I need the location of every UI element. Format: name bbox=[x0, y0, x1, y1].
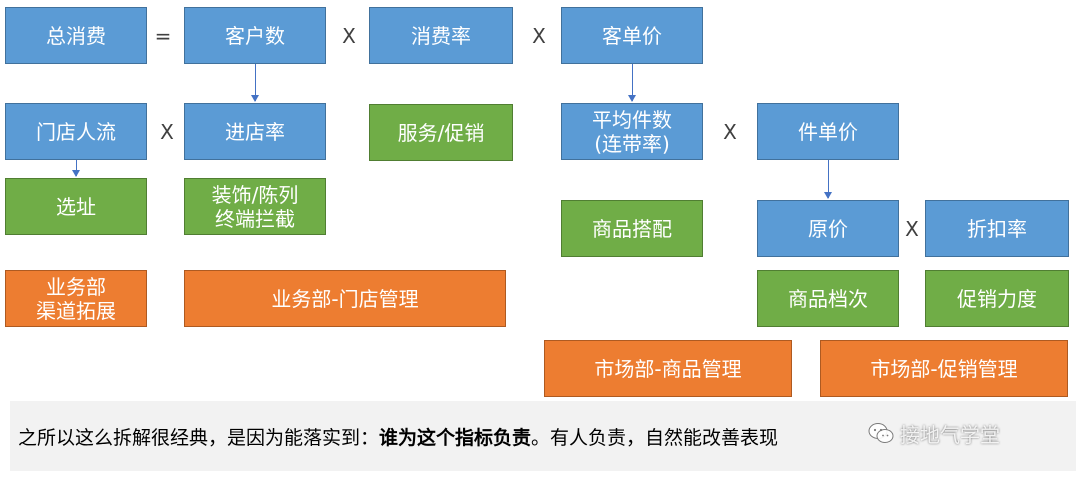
arrow-item-price-to-original-price bbox=[824, 160, 832, 199]
business-channel-box: 业务部 渠道拓展 bbox=[5, 270, 147, 327]
multiply-operator: X bbox=[723, 120, 737, 144]
entry-rate-box: 进店率 bbox=[184, 103, 326, 160]
business-store-management-box: 业务部-门店管理 bbox=[184, 270, 506, 327]
discount-rate-box: 折扣率 bbox=[925, 200, 1069, 257]
decoration-display-box: 装饰/陈列 终端拦截 bbox=[184, 178, 326, 235]
multiply-operator: X bbox=[905, 217, 919, 241]
arrow-unit-price-to-avg-items bbox=[628, 64, 636, 102]
watermark-text: 接地气学堂 bbox=[900, 422, 1000, 447]
arrow-customers-to-entry-rate bbox=[251, 64, 259, 102]
total-consumption-box: 总消费 bbox=[5, 7, 147, 64]
footer-prefix: 之所以这么拆解很经典，是因为能落实到： bbox=[18, 426, 380, 449]
site-selection-box: 选址 bbox=[5, 178, 147, 235]
customer-count-box: 客户数 bbox=[184, 7, 326, 64]
store-traffic-box: 门店人流 bbox=[5, 103, 147, 160]
consumption-rate-box: 消费率 bbox=[369, 7, 513, 64]
watermark: 接地气学堂 bbox=[868, 416, 1000, 450]
multiply-operator: X bbox=[160, 120, 174, 144]
footer-note: 之所以这么拆解很经典，是因为能落实到：谁为这个指标负责。有人负责，自然能改善表现 bbox=[10, 401, 1076, 471]
product-matching-box: 商品搭配 bbox=[561, 200, 703, 257]
original-price-box: 原价 bbox=[757, 200, 899, 257]
footer-suffix: 。有人负责，自然能改善表现 bbox=[531, 426, 779, 449]
item-price-box: 件单价 bbox=[757, 103, 899, 160]
unit-price-box: 客单价 bbox=[561, 7, 703, 64]
promotion-strength-box: 促销力度 bbox=[925, 270, 1069, 327]
footer-bold: 谁为这个指标负责 bbox=[379, 426, 532, 449]
marketing-product-management-box: 市场部-商品管理 bbox=[544, 340, 792, 397]
equals-operator: = bbox=[154, 24, 172, 48]
arrow-traffic-to-site bbox=[72, 160, 80, 177]
multiply-operator: X bbox=[342, 24, 356, 48]
multiply-operator: X bbox=[532, 24, 546, 48]
service-promotion-box: 服务/促销 bbox=[369, 104, 513, 161]
product-grade-box: 商品档次 bbox=[757, 270, 899, 327]
marketing-promotion-management-box: 市场部-促销管理 bbox=[820, 340, 1068, 397]
wechat-icon bbox=[868, 423, 894, 443]
average-items-box: 平均件数 (连带率) bbox=[561, 103, 703, 160]
